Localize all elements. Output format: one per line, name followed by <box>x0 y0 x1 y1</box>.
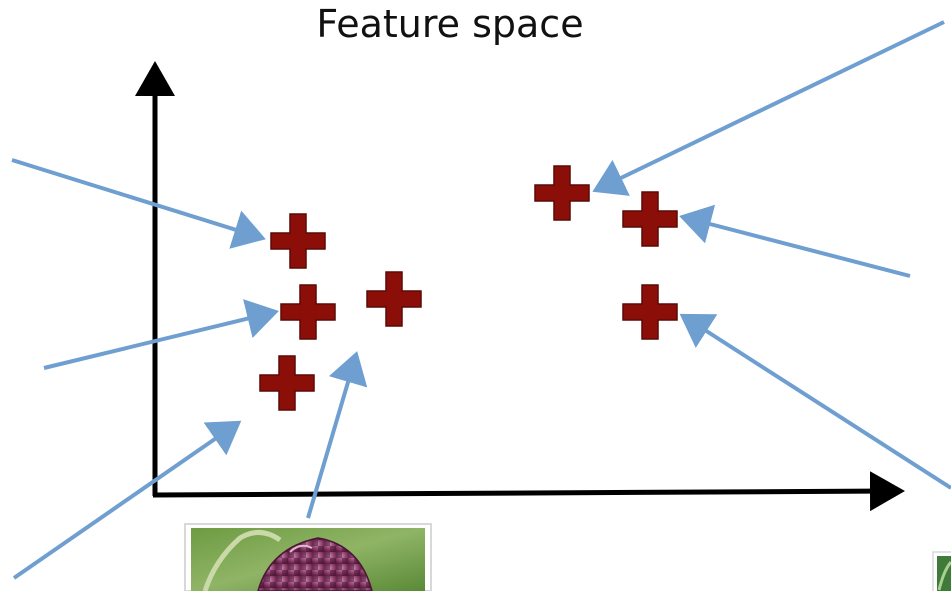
feature-point-1 <box>270 213 326 269</box>
feature-point-5 <box>534 165 590 221</box>
feature-point-4 <box>259 355 315 411</box>
mapping-arrows <box>11 20 951 580</box>
feature-points <box>259 165 678 411</box>
flower-thumbnail-left <box>184 523 432 591</box>
x-axis <box>152 471 905 512</box>
feature-point-3 <box>366 271 422 327</box>
arrow-right-middle <box>679 204 911 278</box>
arrow-left-middle <box>43 299 279 370</box>
arrow-top-right <box>592 20 945 196</box>
plant-thumbnail-right <box>932 551 951 591</box>
arrow-bottom-right <box>679 313 951 490</box>
feature-point-2 <box>280 284 336 340</box>
arrow-left-top <box>11 158 266 249</box>
arrow-from-flower <box>306 351 368 519</box>
feature-point-6 <box>622 191 678 247</box>
axes <box>135 61 905 512</box>
diagram-title: Feature space <box>316 2 584 46</box>
feature-point-7 <box>622 284 678 340</box>
arrow-bottom-left <box>12 420 242 580</box>
